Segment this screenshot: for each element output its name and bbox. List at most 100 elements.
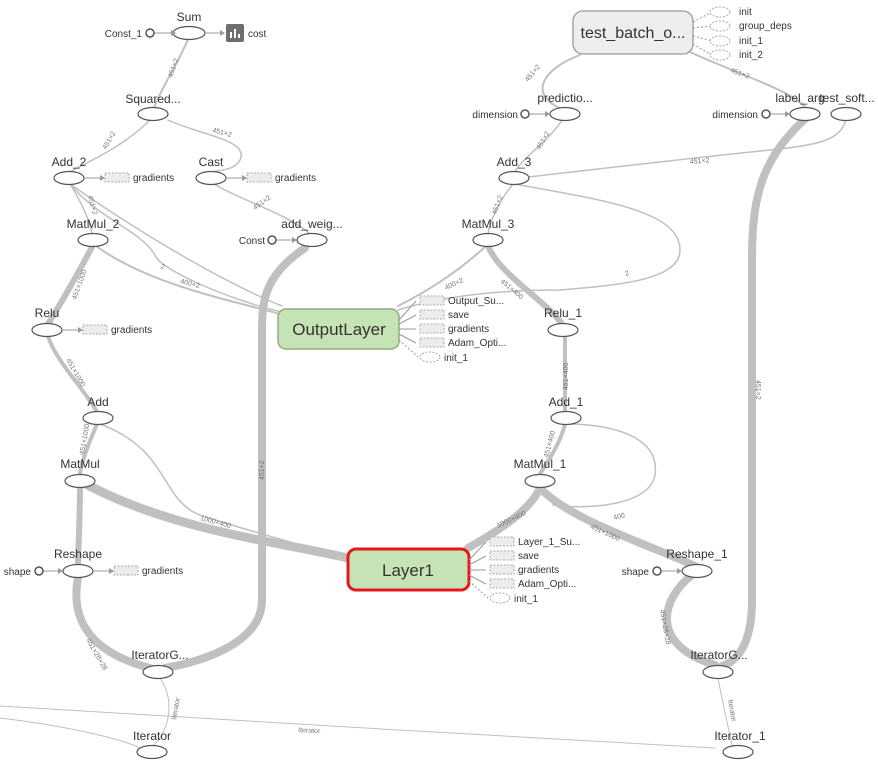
edge-matmul1-layer1	[464, 484, 544, 552]
node-shape-right[interactable]: shape	[622, 566, 682, 578]
node-add-1[interactable]: Add_1	[549, 395, 584, 426]
edge-add-matmul	[78, 422, 99, 476]
edge-label: 451×400	[543, 430, 557, 458]
edge-label: 451×2	[167, 58, 180, 79]
node-output-layer[interactable]: OutputLayer	[277, 308, 400, 350]
node-matmul-2-label: MatMul_2	[67, 217, 120, 231]
edge-matmul1-reshape1	[536, 484, 699, 570]
node-const-1[interactable]: Const_1	[105, 28, 176, 40]
node-add-weig[interactable]: add_weig...	[281, 217, 343, 248]
test-batch-deps: init group_deps init_1 init_2	[692, 6, 792, 61]
node-reshape-label: Reshape	[54, 547, 102, 561]
node-add-3-label: Add_3	[497, 155, 532, 169]
node-test-soft-label: test_soft...	[819, 91, 874, 105]
dep-label: group_deps	[739, 21, 792, 32]
node-matmul-label: MatMul	[60, 457, 99, 471]
node-dimension-2[interactable]: dimension	[712, 109, 790, 121]
edge-test-prediction	[541, 54, 581, 109]
edge-label: Iterator	[298, 727, 321, 735]
edge-label: 451×400	[563, 362, 570, 390]
edge-relu-add	[46, 334, 99, 414]
node-matmul-2[interactable]: MatMul_2	[67, 217, 120, 248]
node-add[interactable]: Add	[82, 395, 114, 426]
node-matmul-1-label: MatMul_1	[514, 457, 567, 471]
edge-label: 451×2	[729, 67, 750, 80]
edge-label: 1000×400	[496, 510, 527, 530]
node-relu-1[interactable]: Relu_1	[544, 306, 582, 338]
edge-iteratorg1-iterator1	[717, 677, 733, 747]
edge-add3-matmul3	[487, 183, 514, 235]
edge-label: 451×2	[86, 195, 98, 216]
node-cost[interactable]: cost	[205, 24, 267, 42]
edge-reshape-iteratorg	[72, 574, 154, 672]
edge-label: 451×2	[491, 195, 504, 216]
node-iterator-1[interactable]: Iterator_1	[714, 729, 766, 760]
aux-gradients-label: gradients	[275, 173, 316, 184]
node-iteratorg-left-label: IteratorG...	[131, 648, 188, 662]
node-add-1-label: Add_1	[549, 395, 584, 409]
edge-add-layer1	[99, 423, 353, 561]
node-matmul-3[interactable]: MatMul_3	[462, 217, 515, 248]
edge-label: 451×2	[259, 460, 266, 480]
edge-label: 400×2	[444, 277, 465, 292]
node-cast[interactable]: Cast gradients	[195, 155, 316, 186]
edge-iterator1-left-out	[0, 705, 716, 749]
node-sum[interactable]: Sum	[172, 10, 206, 41]
node-shape-right-label: shape	[622, 567, 650, 578]
edge-matmul3-outputlayer	[397, 245, 487, 307]
edge-test-labelarg	[689, 51, 806, 108]
node-predictio-label: predictio...	[537, 91, 592, 105]
edge-matmul3-relu1	[485, 243, 565, 327]
edge-label: 451×2	[754, 380, 761, 400]
edge-matmul-layer1	[75, 476, 353, 563]
edge-label: 451×2	[524, 64, 542, 84]
edge-matmul2-relu	[45, 244, 95, 327]
node-matmul[interactable]: MatMul	[60, 457, 100, 489]
dep-label: save	[518, 551, 540, 562]
node-test-soft[interactable]: test_soft...	[819, 91, 875, 122]
node-iteratorg-right[interactable]: IteratorG...	[690, 648, 748, 680]
edge-add2-outputlayer	[69, 183, 283, 307]
dep-label: init_2	[739, 50, 763, 61]
edge-testsoft-add3	[519, 119, 847, 179]
node-shape-left[interactable]: shape	[4, 566, 63, 578]
node-dimension-1-label: dimension	[472, 110, 518, 121]
edge-add3-outputlayer	[397, 183, 681, 311]
node-squared[interactable]: Squared...	[125, 92, 181, 122]
node-matmul-1[interactable]: MatMul_1	[514, 457, 567, 489]
edge-squared-add2	[69, 119, 151, 173]
edge-label: 2	[159, 263, 165, 271]
node-shape-left-label: shape	[4, 567, 32, 578]
node-iteratorg-right-label: IteratorG...	[690, 648, 747, 662]
node-add-2[interactable]: Add_2 gradients	[52, 155, 174, 186]
node-layer1[interactable]: Layer1	[346, 547, 471, 592]
node-dimension-1[interactable]: dimension	[472, 109, 550, 121]
edge-iterator-left-out	[0, 717, 141, 749]
node-iterator[interactable]: Iterator	[133, 729, 171, 760]
node-add-label: Add	[87, 395, 108, 409]
node-matmul-3-label: MatMul_3	[462, 217, 515, 231]
edge-addweig-iteratorg	[161, 244, 309, 672]
node-reshape-1[interactable]: Reshape_1	[666, 547, 728, 579]
dep-label: Layer_1_Su...	[518, 537, 580, 548]
node-relu[interactable]: Relu gradients	[31, 306, 152, 338]
node-predictio[interactable]: predictio...	[537, 91, 593, 122]
node-iteratorg-left[interactable]: IteratorG...	[131, 648, 189, 680]
edge-cast-addweig	[211, 182, 311, 235]
node-add-3[interactable]: Add_3	[497, 155, 532, 186]
node-sum-label: Sum	[177, 10, 202, 24]
node-test-batch[interactable]: test_batch_o...	[572, 10, 694, 55]
node-const[interactable]: Const	[239, 235, 297, 247]
dep-label: gradients	[518, 565, 559, 576]
edge-label: 451×2	[690, 157, 710, 166]
edge-matmul2-outputlayer	[95, 245, 281, 315]
node-relu-label: Relu	[35, 306, 60, 320]
node-add-weig-label: add_weig...	[281, 217, 342, 231]
edge-label: 400×2	[179, 278, 200, 290]
layer1-deps: Layer_1_Su... save gradients Adam_Opti..…	[468, 536, 580, 605]
edge-label: 451×2	[252, 195, 272, 212]
node-squared-label: Squared...	[125, 92, 180, 106]
node-reshape[interactable]: Reshape gradients	[54, 547, 183, 579]
edge-add1-loop	[552, 423, 657, 508]
node-label-arg[interactable]: label_arg	[775, 91, 825, 122]
